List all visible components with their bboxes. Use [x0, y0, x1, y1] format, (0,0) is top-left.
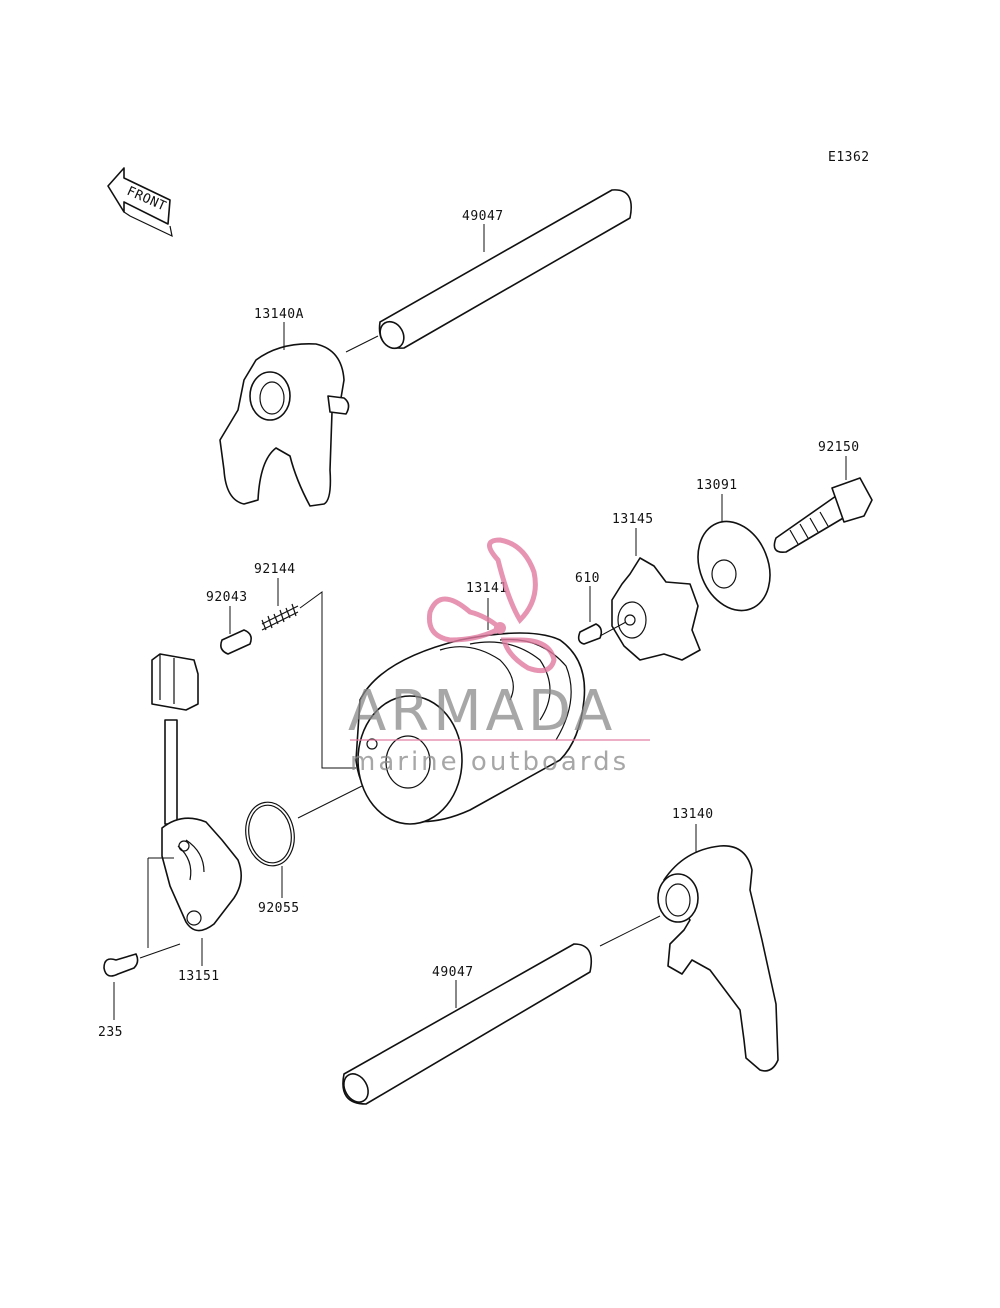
label-washer: 13091 — [696, 478, 738, 493]
label-switch: 13151 — [178, 969, 220, 984]
washer — [697, 494, 771, 612]
label-shaft-upper: 49047 — [462, 209, 504, 224]
pin-small — [577, 586, 627, 645]
fork-upper — [219, 322, 350, 507]
fork-lower — [599, 824, 779, 1072]
front-arrow-icon: FRONT — [107, 167, 173, 238]
watermark-tagline: marine outboards — [350, 747, 629, 777]
label-pin-detent: 92043 — [206, 590, 248, 605]
spring — [261, 578, 356, 769]
pin-detent — [220, 606, 252, 655]
shaft-upper — [345, 189, 632, 353]
oring — [245, 801, 295, 898]
screw — [103, 857, 181, 1020]
label-pin-small: 610 — [575, 571, 600, 586]
diagram-code: E1362 — [828, 150, 870, 165]
label-drum: 13141 — [466, 581, 508, 596]
bolt-right — [773, 456, 873, 554]
shaft-lower — [342, 943, 593, 1105]
label-fork-upper: 13140A — [254, 307, 304, 322]
label-bolt-right: 92150 — [818, 440, 860, 455]
label-oring: 92055 — [258, 901, 300, 916]
label-fork-lower: 13140 — [672, 807, 714, 822]
propeller-logo-icon — [426, 537, 557, 674]
label-shaft-lower: 49047 — [432, 965, 474, 980]
label-spring: 92144 — [254, 562, 296, 577]
plate-star — [611, 528, 701, 661]
watermark: ARMADA marine outboards — [348, 537, 650, 777]
label-screw: 235 — [98, 1025, 123, 1040]
watermark-brand: ARMADA — [348, 679, 616, 744]
switch — [151, 653, 242, 966]
label-plate-star: 13145 — [612, 512, 654, 527]
